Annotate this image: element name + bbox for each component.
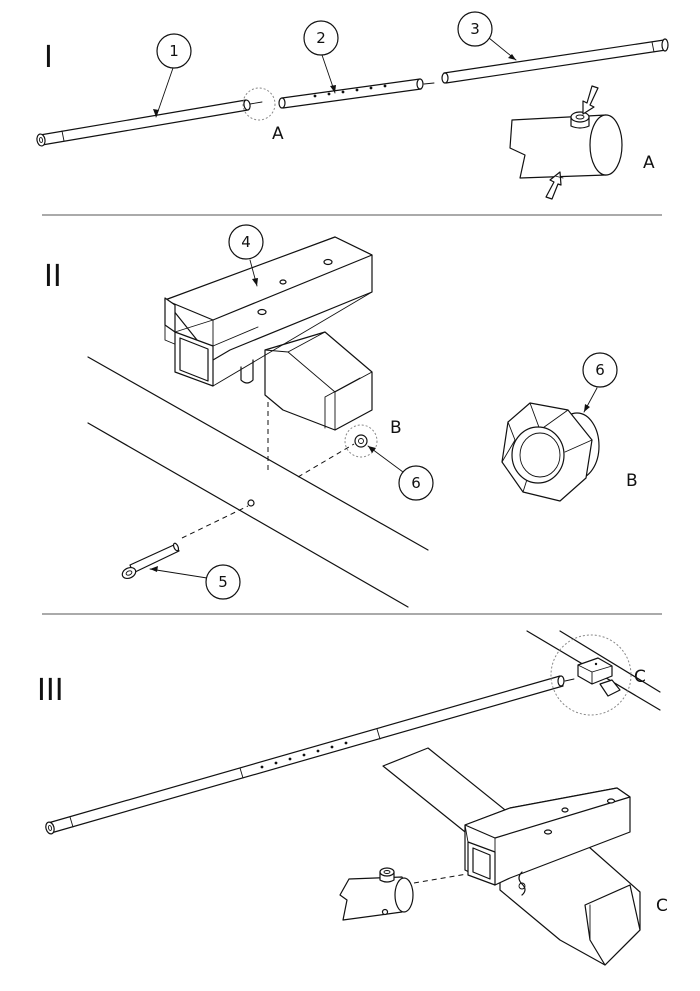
callout-2: 2: [303, 20, 339, 94]
callout-5-number: 5: [218, 573, 228, 591]
nut-part-6-small: [354, 434, 368, 448]
callout-4: 4: [228, 224, 264, 287]
callout-6-large-number: 6: [595, 361, 605, 379]
rod-part-2: [278, 78, 435, 109]
step-one-label: I: [44, 40, 53, 75]
detail-c-bracket-view: [382, 747, 641, 966]
detail-b-label: B: [390, 418, 402, 438]
callout-3: 3: [457, 11, 517, 61]
pin-tube-view: [339, 867, 414, 921]
callout-6-number: 6: [411, 474, 421, 492]
detail-c-label: C: [634, 667, 646, 687]
step-two-section: II: [44, 224, 638, 608]
bolt-part-5: [121, 542, 180, 580]
callout-5: 5: [149, 564, 241, 600]
profile-upper-right: [526, 630, 661, 711]
detail-a-marker: [242, 87, 276, 121]
step-one-section: I: [36, 11, 669, 200]
detail-c-label-enlarged: C: [656, 896, 668, 916]
callout-3-number: 3: [470, 20, 480, 38]
assembled-rod: [45, 675, 575, 835]
detail-b-marker: [344, 424, 378, 458]
step-three-label: III: [37, 673, 64, 708]
callout-6-small: 6: [367, 445, 434, 501]
profile-edge-top: [87, 356, 429, 551]
rod-part-1: [36, 99, 263, 147]
detail-a-label: A: [272, 124, 284, 144]
detail-b-nut-view: [501, 402, 600, 502]
detail-c-marker: [550, 634, 632, 716]
step-three-section: III C: [37, 630, 668, 966]
bracket-part-4: [164, 236, 373, 431]
callout-6-large: 6: [582, 352, 618, 413]
detail-b-label-enlarged: B: [626, 471, 638, 491]
callout-1: 1: [153, 33, 192, 118]
callout-2-number: 2: [316, 29, 326, 47]
profile-edge-bottom: [87, 422, 409, 608]
callout-1-number: 1: [169, 42, 179, 60]
assembly-line-pin: [413, 873, 468, 884]
assembly-line-bolt: [181, 505, 249, 539]
profile-hole: [247, 499, 255, 507]
callout-4-number: 4: [241, 233, 251, 251]
step-two-label: II: [44, 259, 62, 294]
detail-a-tube-view: [509, 85, 623, 200]
rod-part-3: [441, 38, 669, 84]
detail-a-label-enlarged: A: [643, 153, 655, 173]
assembly-line-nut: [297, 443, 355, 478]
